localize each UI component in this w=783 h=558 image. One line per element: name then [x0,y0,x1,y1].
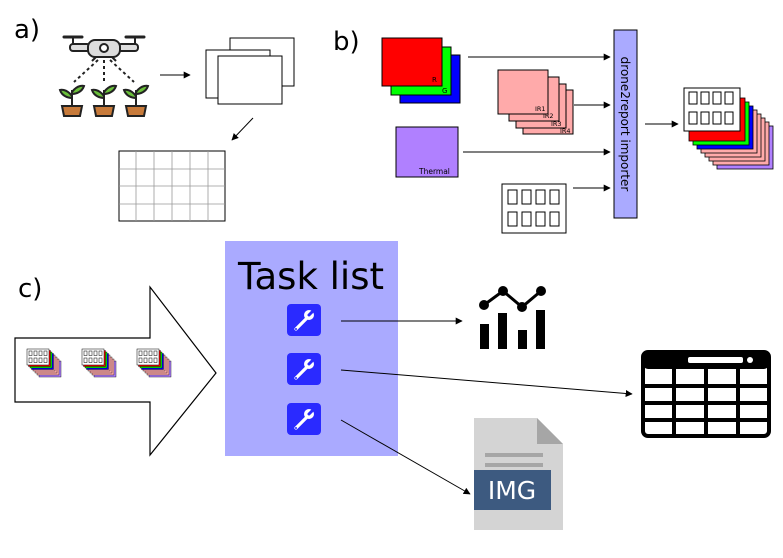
panel-a-label: a) [14,15,40,45]
panel-c-label: c) [18,274,42,304]
channel-g-label: G [442,87,447,95]
field-grid [118,150,226,222]
thermal-image: Thermal [395,126,459,178]
ir-image-stack: IR1 IR2 IR3 IR4 [497,69,574,135]
plot-shapes-grid [501,183,567,234]
channel-thermal-label: Thermal [418,167,450,176]
importer-label: drone2report importer [618,57,632,192]
channel-ir4-label: IR4 [560,127,571,135]
task-3-wrench-icon[interactable] [285,401,323,437]
channel-r-label: R [432,76,437,84]
channel-ir1-label: IR1 [535,105,546,113]
arrow-images-to-grid [231,117,254,141]
combined-image-stack [683,87,774,170]
table-icon [641,350,771,438]
task-output-arrows [340,317,633,495]
drone-spraying-plants-icon [58,35,150,117]
line-bar-chart-icon [479,286,546,349]
arrows-into-importer [463,53,611,192]
importer-box: drone2report importer [613,29,638,219]
task-2-wrench-icon[interactable] [285,351,323,387]
img-badge-label: IMG [488,476,536,505]
channel-ir2-label: IR2 [543,112,554,120]
input-datasets [26,348,172,378]
panel-b-label: b) [333,27,360,57]
rgb-image-stack: G R [381,37,461,104]
task-1-wrench-icon[interactable] [285,302,323,338]
channel-ir3-label: IR3 [551,120,562,128]
task-list-title: Task list [237,255,384,298]
captured-images [205,37,295,105]
image-file-icon: IMG [474,418,563,530]
